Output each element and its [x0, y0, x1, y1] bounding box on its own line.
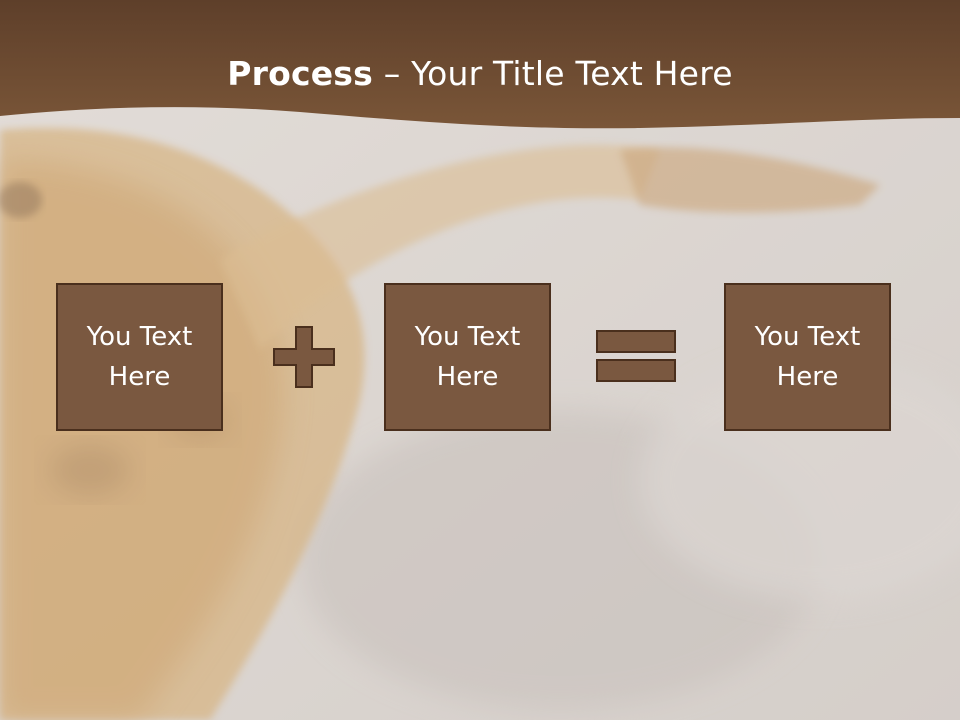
slide-title: Process – Your Title Text Here: [0, 52, 960, 96]
process-box-2: You Text Here: [384, 283, 551, 431]
title-bold: Process: [227, 54, 373, 93]
process-box-3-text: You Text Here: [754, 322, 861, 392]
title-separator: –: [373, 54, 412, 93]
equals-icon: [596, 330, 676, 382]
plus-icon: [273, 326, 335, 388]
process-box-3: You Text Here: [724, 283, 891, 431]
process-box-1-text: You Text Here: [86, 322, 193, 392]
title-rest: Your Title Text Here: [411, 54, 733, 93]
process-box-2-text: You Text Here: [414, 322, 521, 392]
process-box-1: You Text Here: [56, 283, 223, 431]
header-band: [0, 0, 960, 129]
